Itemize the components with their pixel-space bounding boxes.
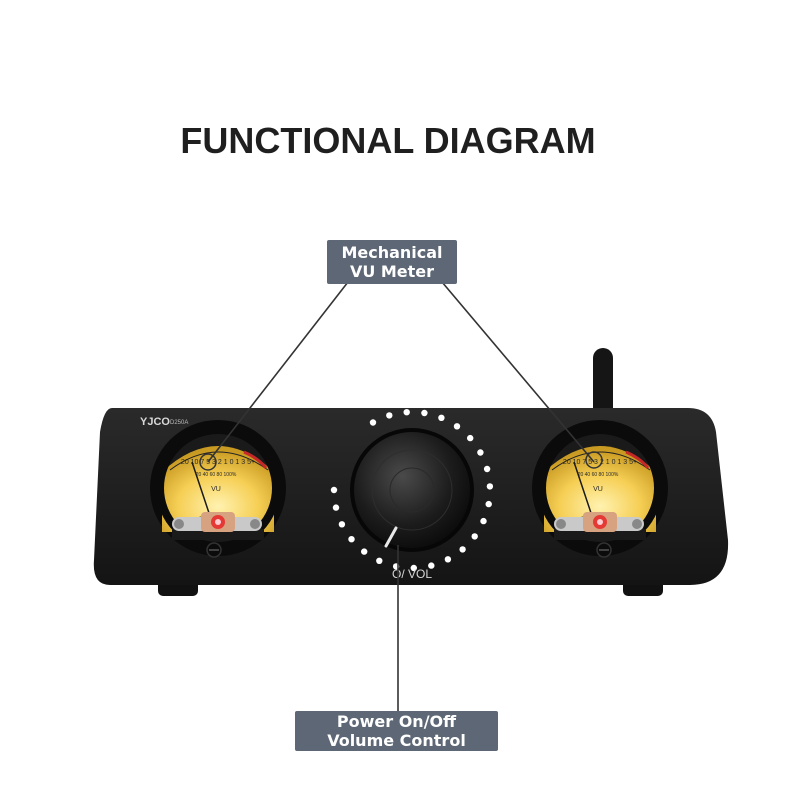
brand-label: YJCO: [140, 416, 170, 428]
callout-power-volume-line2: Volume Control: [327, 731, 466, 750]
callout-power-volume: Power On/Off Volume Control: [295, 711, 498, 751]
led-dot: [477, 449, 484, 456]
callout-vu-meter-line2: VU Meter: [349, 262, 435, 281]
led-dot: [386, 412, 393, 419]
led-dot: [369, 419, 377, 426]
led-dot: [483, 465, 491, 473]
callout-vu-meter: Mechanical VU Meter: [327, 240, 457, 284]
leader-line-vu-left: [207, 281, 349, 463]
antenna: [593, 348, 613, 418]
vu-unit-left: VU: [211, 486, 221, 493]
callout-vu-meter-line1: Mechanical: [341, 243, 443, 262]
vu-meter-right: 20 10 7 5 3 2 1 0 1 3 5+ 20 40 60 80 100…: [532, 420, 668, 558]
led-dot: [428, 562, 435, 569]
led-dot: [471, 533, 478, 540]
knob-indicator: [384, 526, 398, 548]
vu-scale-top-right: 20 10 7 5 3 2 1 0 1 3 5+: [563, 459, 637, 466]
led-dot: [438, 414, 445, 421]
led-dot: [467, 434, 474, 442]
led-dot: [485, 500, 492, 508]
target-marker-vu-right: [585, 451, 603, 469]
led-dot: [444, 556, 452, 563]
leader-line-vu-right: [441, 281, 595, 463]
vu-unit-right: VU: [593, 486, 603, 493]
volume-led-ring: [330, 409, 494, 572]
led-dot: [332, 504, 340, 511]
model-label: D250A: [170, 420, 188, 426]
vu-meter-left: 20 10 7 5 3 2 1 0 1 3 5+ 20 40 60 80 100…: [150, 420, 286, 558]
target-marker-vu-left: [199, 453, 217, 471]
led-dot: [410, 564, 417, 572]
led-dot: [376, 557, 383, 564]
led-dot: [486, 483, 494, 490]
led-dot: [338, 521, 346, 528]
volume-knob[interactable]: [350, 428, 474, 552]
vu-scale-bottom-left: 20 40 60 80 100%: [196, 472, 237, 478]
led-dot: [421, 409, 428, 417]
led-dot: [453, 423, 461, 430]
knob-label: O/ VOL: [392, 567, 432, 581]
callout-power-volume-line1: Power On/Off: [336, 712, 457, 731]
vu-scale-bottom-right: 20 40 60 80 100%: [578, 472, 619, 478]
page-title: FUNCTIONAL DIAGRAM: [180, 120, 596, 161]
led-dot: [361, 548, 368, 555]
led-dot: [403, 409, 410, 416]
led-dot: [480, 517, 487, 525]
led-dot: [348, 536, 355, 543]
led-dot: [330, 486, 338, 494]
led-dot: [459, 546, 466, 553]
vu-scale-top-left: 20 10 7 5 3 2 1 0 1 3 5+: [181, 459, 255, 466]
